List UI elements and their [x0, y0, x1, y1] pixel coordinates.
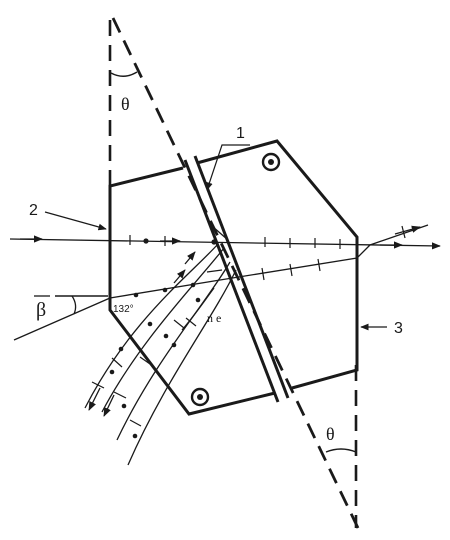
horizontal-ray [9, 235, 441, 250]
theta-arc-bottom [325, 448, 357, 453]
circled-dot-icon [190, 387, 210, 407]
right-prism-outline [196, 139, 359, 390]
glass-plate [183, 155, 290, 403]
circled-dot-icon [261, 152, 281, 172]
theta-dashed-lines [108, 17, 360, 529]
leader-2 [44, 211, 107, 231]
n-e-label: n e [207, 311, 221, 325]
part-label-2: 2 [29, 202, 38, 219]
leader-1 [206, 144, 250, 191]
leader-lines [44, 144, 387, 331]
extraordinary-ray-fan [84, 225, 237, 466]
dashed-long-diagonal [111, 17, 360, 529]
inclined-ray [13, 224, 429, 341]
part-label-3: 3 [394, 320, 403, 337]
beta-label: β [36, 299, 46, 321]
part-label-1: 1 [236, 125, 245, 142]
theta-label-top: θ [121, 94, 130, 114]
left-prism-outline [108, 166, 276, 416]
theta-label-bottom: θ [326, 424, 335, 444]
theta-arc-top [110, 71, 138, 77]
angle-label-132: 132° [113, 304, 134, 315]
